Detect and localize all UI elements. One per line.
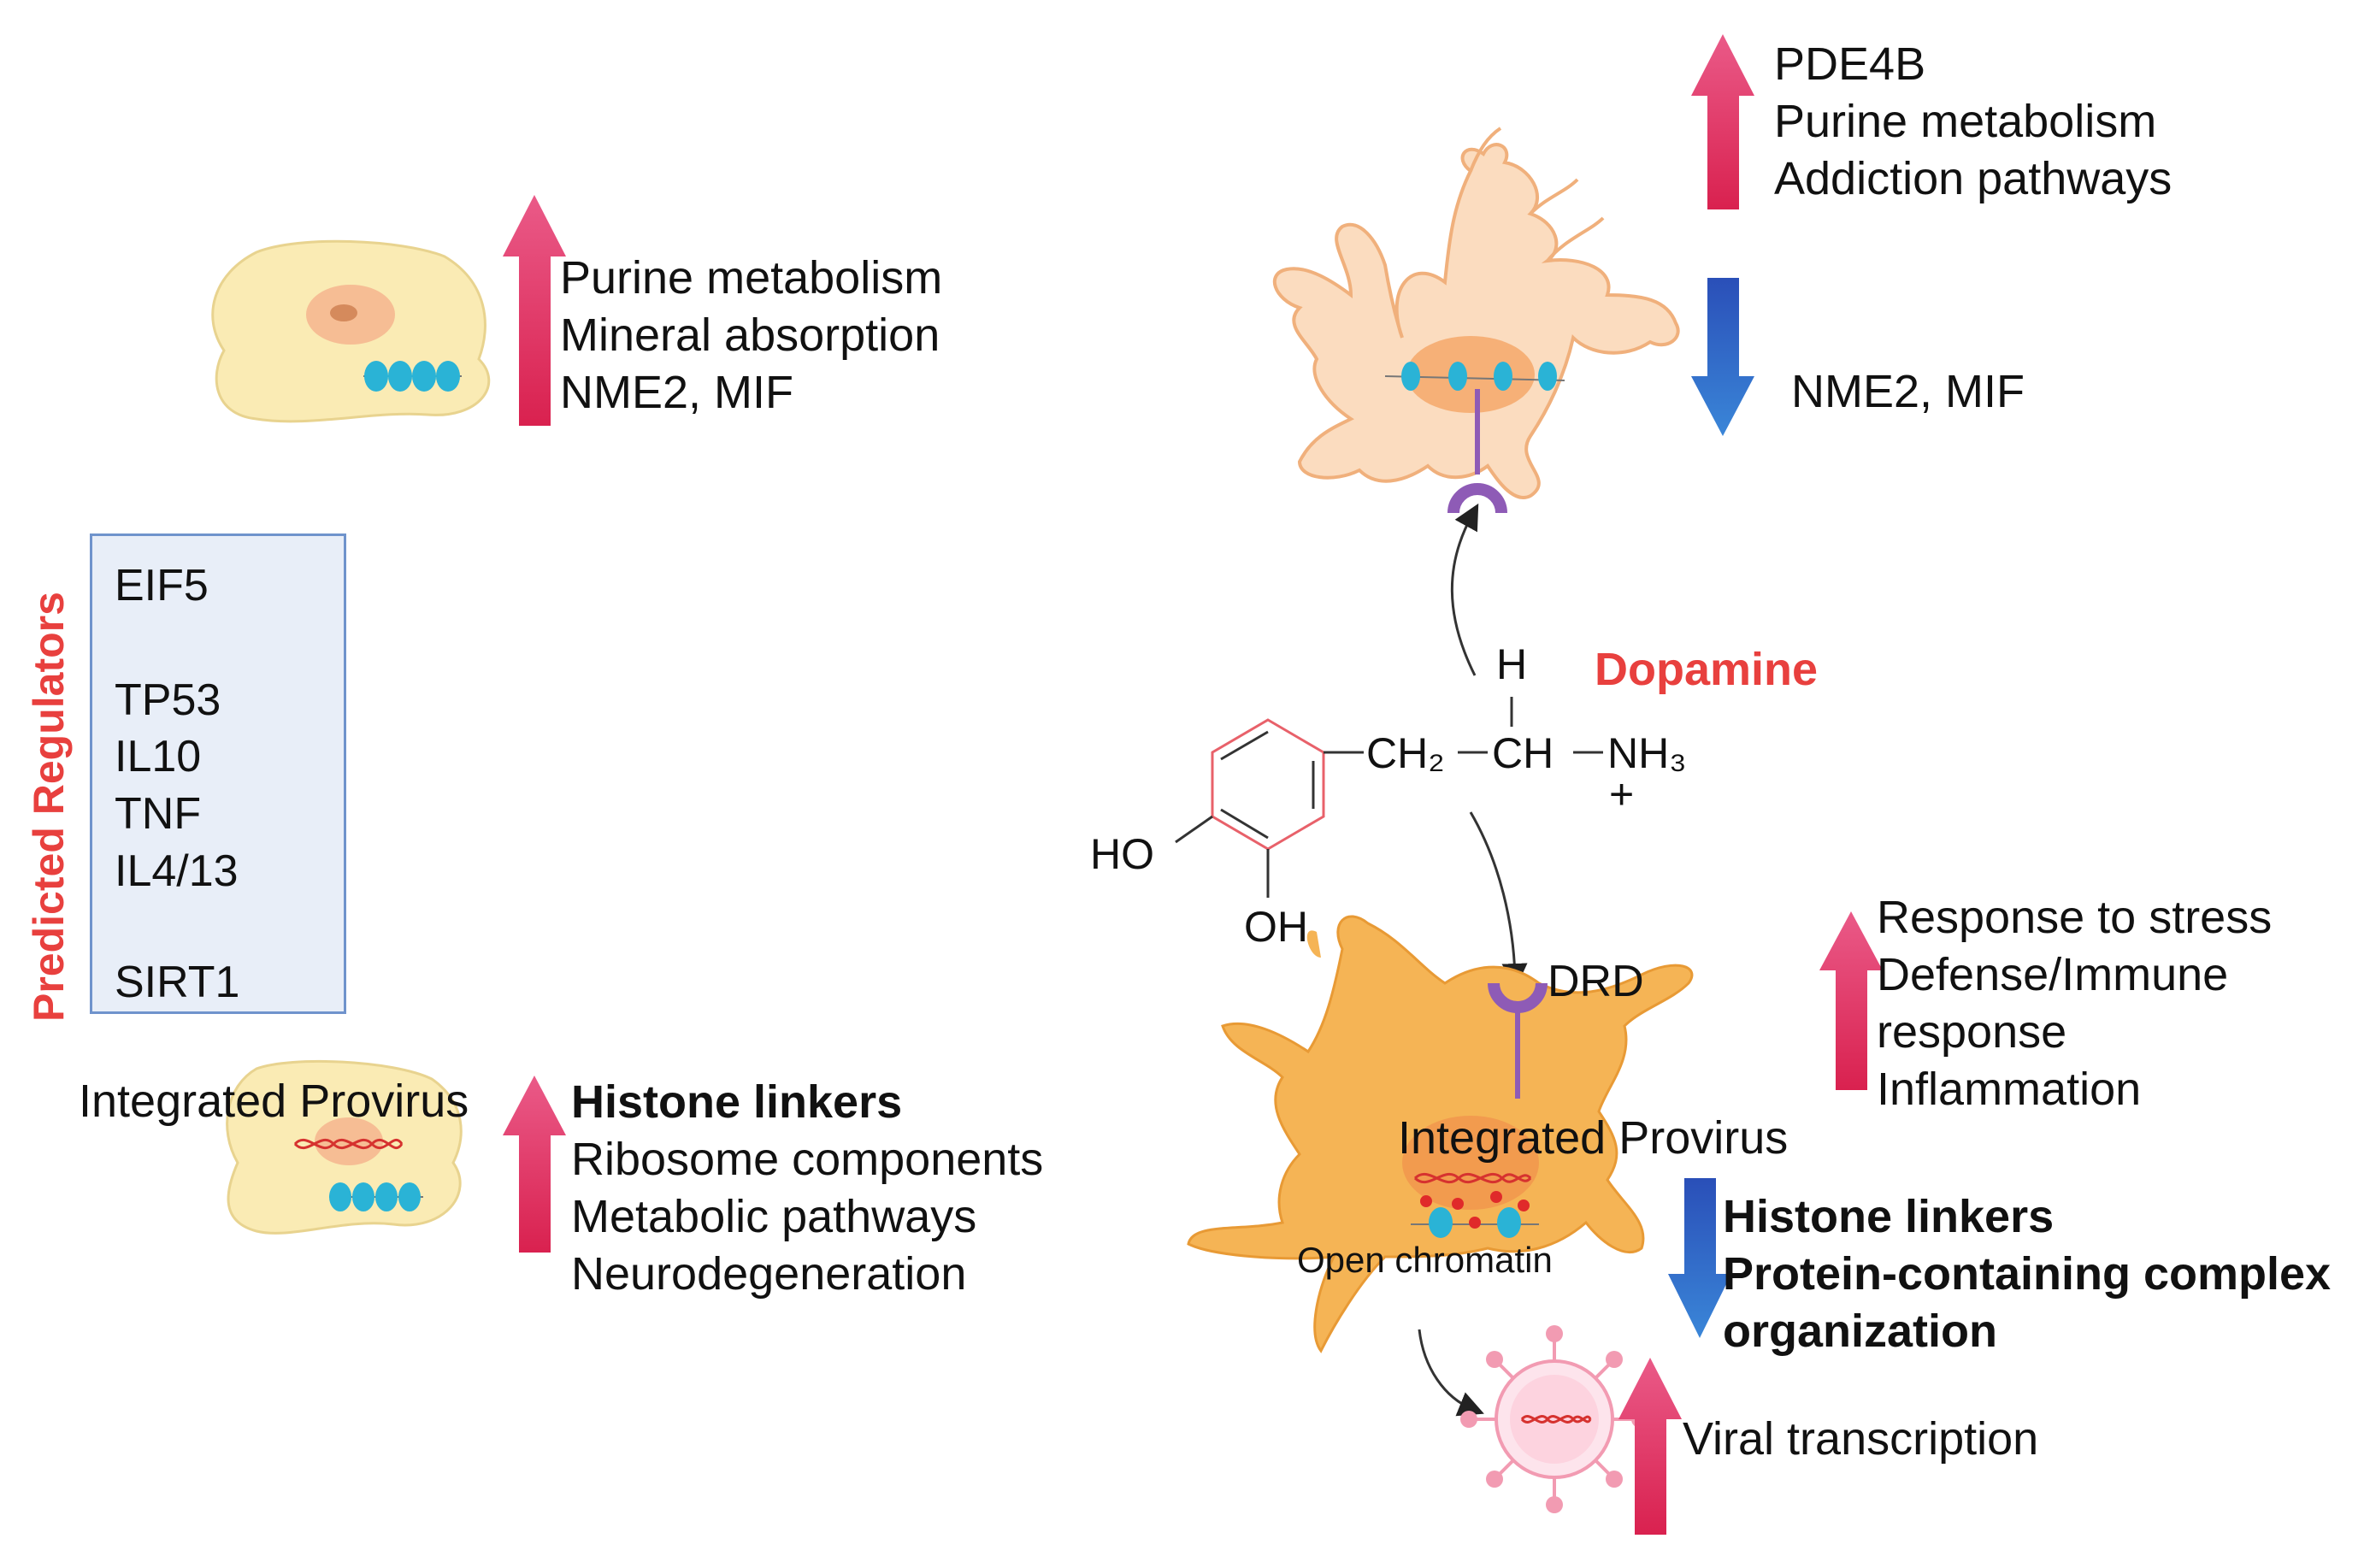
- neuron-icon: [1187, 915, 1694, 1353]
- group-ch2: CH₂: [1366, 729, 1445, 777]
- bottom-right-list: Histone linkers Protein-containing compl…: [1723, 1188, 2331, 1360]
- neuron-icon: [1272, 127, 1680, 499]
- group-oh: OH: [1244, 903, 1308, 951]
- up-arrow-icon: [503, 1076, 566, 1253]
- group-ho: HO: [1090, 830, 1154, 878]
- mid-right-label: NME2, MIF: [1791, 366, 2025, 417]
- list-item: Mineral absorption: [560, 309, 940, 361]
- list-item: PDE4B: [1774, 38, 1926, 90]
- bottom-left-list: Histone linkers Ribosome components Meta…: [571, 1074, 1043, 1303]
- provirus-label: Integrated Provirus: [1398, 1112, 1789, 1164]
- up-arrow-icon: [1618, 1358, 1682, 1535]
- dopamine-label: Dopamine: [1595, 644, 1819, 695]
- group-ch: CH: [1492, 729, 1554, 777]
- top-right-list: PDE4B Purine metabolism Addiction pathwa…: [1774, 36, 2172, 208]
- up-arrow-icon: [1691, 34, 1754, 209]
- nucleosome-icon: [363, 361, 462, 392]
- list-item: Protein-containing complex: [1723, 1248, 2332, 1300]
- receptor-icon: [1488, 982, 1548, 1099]
- list-item: Addiction pathways: [1774, 153, 2173, 204]
- list-item: Inflammation: [1877, 1064, 2142, 1115]
- top-left-list: Purine metabolism Mineral absorption NME…: [560, 250, 942, 421]
- charge-plus: +: [1609, 770, 1635, 818]
- down-arrow-icon: [1691, 278, 1754, 436]
- list-item: Metabolic pathways: [571, 1191, 977, 1242]
- atom-h: H: [1496, 640, 1528, 688]
- regulators-box: EIF5 TP53 IL10 TNF IL4/13 SIRT1: [90, 533, 346, 1014]
- dopamine-structure: [1175, 697, 1603, 898]
- list-item: Histone linkers: [1723, 1191, 2055, 1242]
- list-item: Purine metabolism: [560, 252, 943, 304]
- regulator-item: EIF5: [115, 561, 209, 610]
- up-arrow-icon: [1819, 911, 1883, 1090]
- list-item: response: [1877, 1006, 2067, 1058]
- regulator-item: IL10: [115, 732, 202, 781]
- viral-transcription-label: Viral transcription: [1683, 1413, 2039, 1465]
- dna-icon: [293, 1138, 404, 1150]
- list-item: Ribosome components: [571, 1134, 1044, 1185]
- regulator-item: TNF: [115, 789, 202, 839]
- regulator-item: TP53: [115, 675, 221, 725]
- group-nh3: NH₃: [1607, 729, 1687, 777]
- regulator-item: IL4/13: [115, 846, 239, 896]
- dna-icon: [1413, 1172, 1532, 1184]
- list-item: Neurodegeneration: [571, 1248, 967, 1300]
- receptor-label: DRD: [1548, 957, 1644, 1006]
- nucleosome-icon: [329, 1182, 423, 1211]
- cell-icon: [211, 239, 491, 423]
- down-arrow-icon: [1668, 1178, 1731, 1338]
- up-arrow-icon: [503, 195, 566, 426]
- list-item: Histone linkers: [571, 1076, 903, 1128]
- virus-icon: [1460, 1325, 1648, 1513]
- list-item: organization: [1723, 1306, 1997, 1357]
- list-item: Purine metabolism: [1774, 96, 2157, 147]
- receptor-icon: [1447, 389, 1507, 514]
- stress-list: Response to stress Defense/Immune respon…: [1877, 889, 2272, 1118]
- open-chromatin-label: Open chromatin: [1297, 1240, 1553, 1280]
- cell-icon: [226, 1059, 463, 1235]
- predicted-regulators-label: Predicted Regulators: [25, 592, 73, 1022]
- nucleosome-icon: [1384, 362, 1565, 391]
- provirus-label: Integrated Provirus: [79, 1076, 469, 1127]
- list-item: NME2, MIF: [560, 367, 794, 418]
- regulator-item: SIRT1: [115, 958, 240, 1007]
- list-item: Response to stress: [1877, 892, 2273, 943]
- nucleosome-icon: [1411, 1191, 1539, 1238]
- list-item: Defense/Immune: [1877, 949, 2229, 1000]
